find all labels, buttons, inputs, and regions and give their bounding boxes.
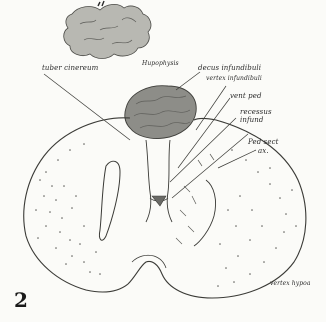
label-infund: infund: [240, 116, 263, 124]
hypophysis-fragment: [64, 1, 151, 59]
label-vertex-hypoa: vertex hypoa: [270, 280, 311, 287]
infundibulum-mass: [125, 86, 196, 139]
label-ped-sect-ax: ax.: [258, 147, 269, 155]
label-ped-sect: Ped sect: [248, 138, 279, 146]
recessus-shape: [152, 196, 166, 206]
stipple-left: [35, 143, 101, 275]
label-recessus: recessus: [240, 108, 272, 116]
label-hypophysis: Hupophysis: [142, 60, 179, 67]
label-vent-ped: vent ped: [230, 92, 262, 100]
label-vertex-infundibuli: vertex infundibuli: [206, 75, 262, 82]
label-decus-infundibuli: decus infundibuli: [198, 64, 261, 72]
label-tuber-cinereum: tuber cinereum: [42, 64, 98, 72]
figure-number: 2: [14, 288, 28, 312]
stipple-right: [217, 149, 297, 287]
